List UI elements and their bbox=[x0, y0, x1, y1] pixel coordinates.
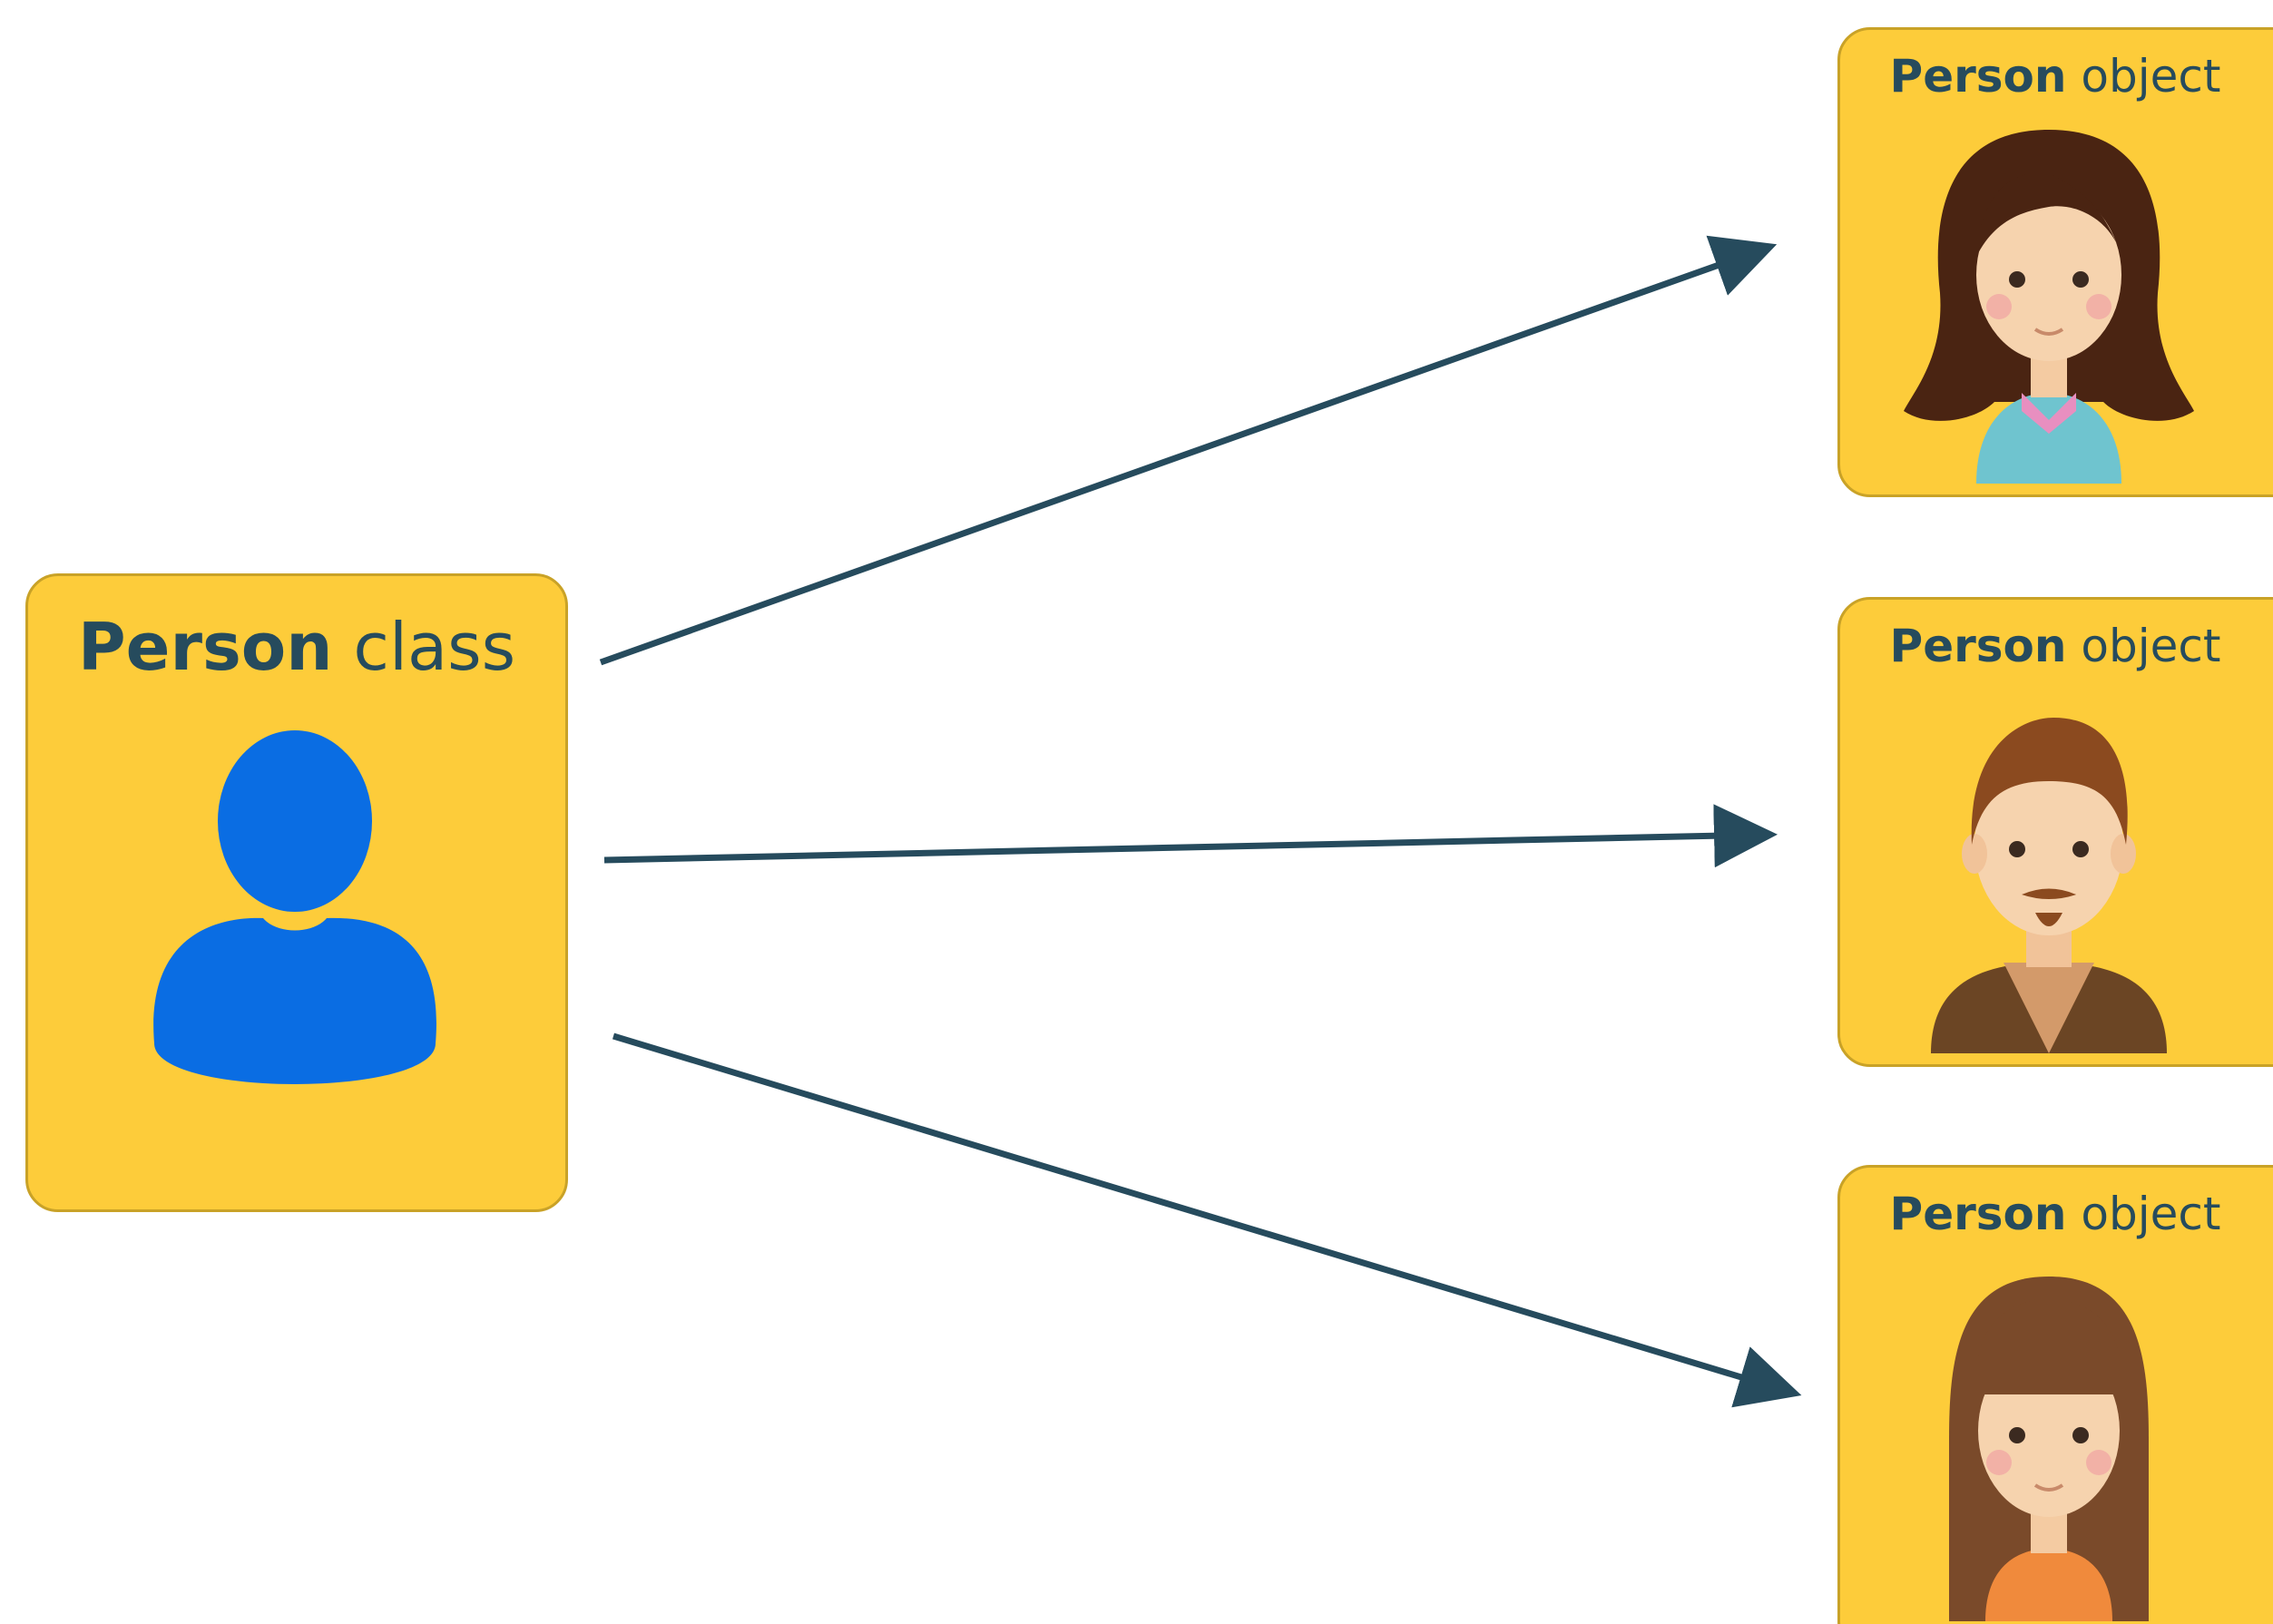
arrow-to-object-1 bbox=[599, 235, 1778, 666]
arrow-to-object-2 bbox=[603, 804, 1778, 868]
object-card-1-title: Person object bbox=[1804, 50, 2273, 103]
object-2-title-strong: Person bbox=[1889, 620, 2067, 672]
woman-bangs-avatar-icon bbox=[1949, 1277, 2149, 1621]
woman-dark-hair-avatar-icon bbox=[1904, 130, 2194, 484]
class-title-strong: Person bbox=[77, 609, 333, 685]
arrow-to-object-3 bbox=[612, 1032, 1802, 1408]
object-3-title-strong: Person bbox=[1889, 1188, 2067, 1240]
person-object-card-2: Person object bbox=[1837, 597, 2273, 1067]
object-card-3-title: Person object bbox=[1804, 1188, 2273, 1240]
object-1-title-strong: Person bbox=[1889, 50, 2067, 103]
object-1-title-light: object bbox=[2081, 50, 2221, 103]
man-beard-avatar-icon bbox=[1931, 718, 2167, 1053]
class-title-light: class bbox=[353, 609, 516, 685]
person-silhouette-icon bbox=[153, 730, 436, 1084]
object-3-title-light: object bbox=[2081, 1188, 2221, 1240]
class-card-title: Person class bbox=[28, 609, 565, 685]
person-object-card-1: Person object bbox=[1837, 27, 2273, 497]
object-2-title-light: object bbox=[2081, 620, 2221, 672]
object-card-2-title: Person object bbox=[1804, 620, 2273, 672]
person-object-card-3: Person object bbox=[1837, 1165, 2273, 1624]
